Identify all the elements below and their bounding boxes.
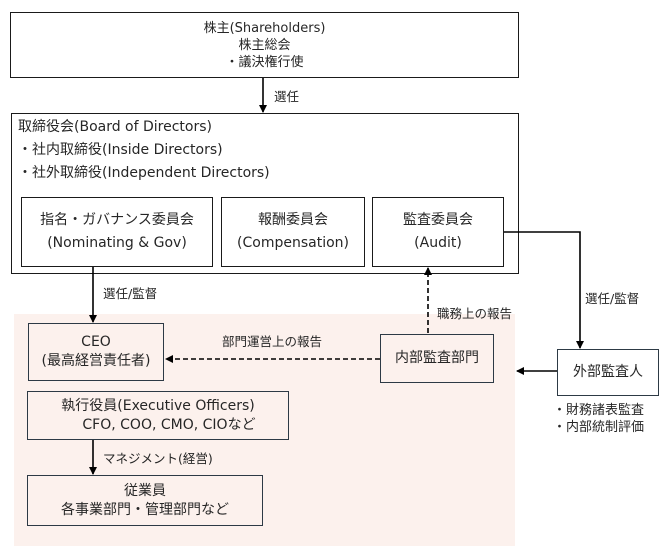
compensation-committee-name: 報酬委員会 bbox=[258, 212, 328, 228]
audit-committee-name: 監査委員会 bbox=[403, 212, 473, 228]
internal-audit-box: 内部監査部門 bbox=[380, 334, 494, 383]
nominating-committee-box: 指名・ガバナンス委員会 (Nominating & Gov) bbox=[21, 197, 213, 267]
executive-officers-title: 執行役員(Executive Officers) bbox=[61, 397, 255, 414]
audit-committee-english: (Audit) bbox=[414, 235, 462, 251]
employees-title: 従業員 bbox=[124, 482, 166, 499]
label-internal-to-ceo: 部門運営上の報告 bbox=[222, 334, 323, 349]
executive-officers-box: 執行役員(Executive Officers) CFO, COO, CMO, … bbox=[27, 391, 289, 440]
external-auditor-duty: ・内部統制評価 bbox=[553, 420, 645, 435]
independent-directors: ・社外取締役(Independent Directors) bbox=[18, 165, 270, 181]
label-internal-to-audit: 職務上の報告 bbox=[437, 306, 513, 321]
audit-committee-box: 監査委員会 (Audit) bbox=[372, 197, 504, 267]
shareholders-title: 株主(Shareholders) bbox=[203, 20, 326, 36]
compensation-committee-english: (Compensation) bbox=[237, 235, 349, 251]
nominating-committee-english: (Nominating & Gov) bbox=[47, 235, 187, 251]
external-auditor-title: 外部監査人 bbox=[573, 364, 643, 380]
shareholders-box: 株主(Shareholders) 株主総会 ・議決権行使 bbox=[10, 12, 519, 78]
board-title: 取締役会(Board of Directors) bbox=[18, 119, 212, 135]
shareholders-meeting: 株主総会 bbox=[238, 37, 291, 53]
label-officers-to-employees: マネジメント(経営) bbox=[103, 451, 213, 466]
ceo-subtitle: (最高経営責任者) bbox=[41, 353, 151, 369]
nominating-committee-name: 指名・ガバナンス委員会 bbox=[40, 212, 194, 228]
external-auditor-box: 外部監査人 bbox=[557, 349, 659, 396]
label-audit-to-external: 選任/監督 bbox=[585, 291, 640, 306]
employees-box: 従業員 各事業部門・管理部門など bbox=[27, 475, 263, 526]
ceo-box: CEO (最高経営責任者) bbox=[28, 323, 164, 381]
external-auditor-duty: ・財務諸表監査 bbox=[553, 403, 645, 418]
internal-audit-title: 内部監査部門 bbox=[395, 350, 479, 366]
ceo-title: CEO bbox=[81, 334, 111, 350]
executive-officers-subtitle: CFO, COO, CMO, CIOなど bbox=[82, 416, 256, 433]
inside-directors: ・社内取締役(Inside Directors) bbox=[18, 142, 223, 158]
label-shareholders-to-board: 選任 bbox=[274, 89, 300, 104]
shareholders-voting: ・議決権行使 bbox=[225, 54, 304, 70]
label-board-to-ceo: 選任/監督 bbox=[103, 286, 158, 301]
compensation-committee-box: 報酬委員会 (Compensation) bbox=[221, 197, 365, 267]
employees-subtitle: 各事業部門・管理部門など bbox=[61, 501, 229, 518]
